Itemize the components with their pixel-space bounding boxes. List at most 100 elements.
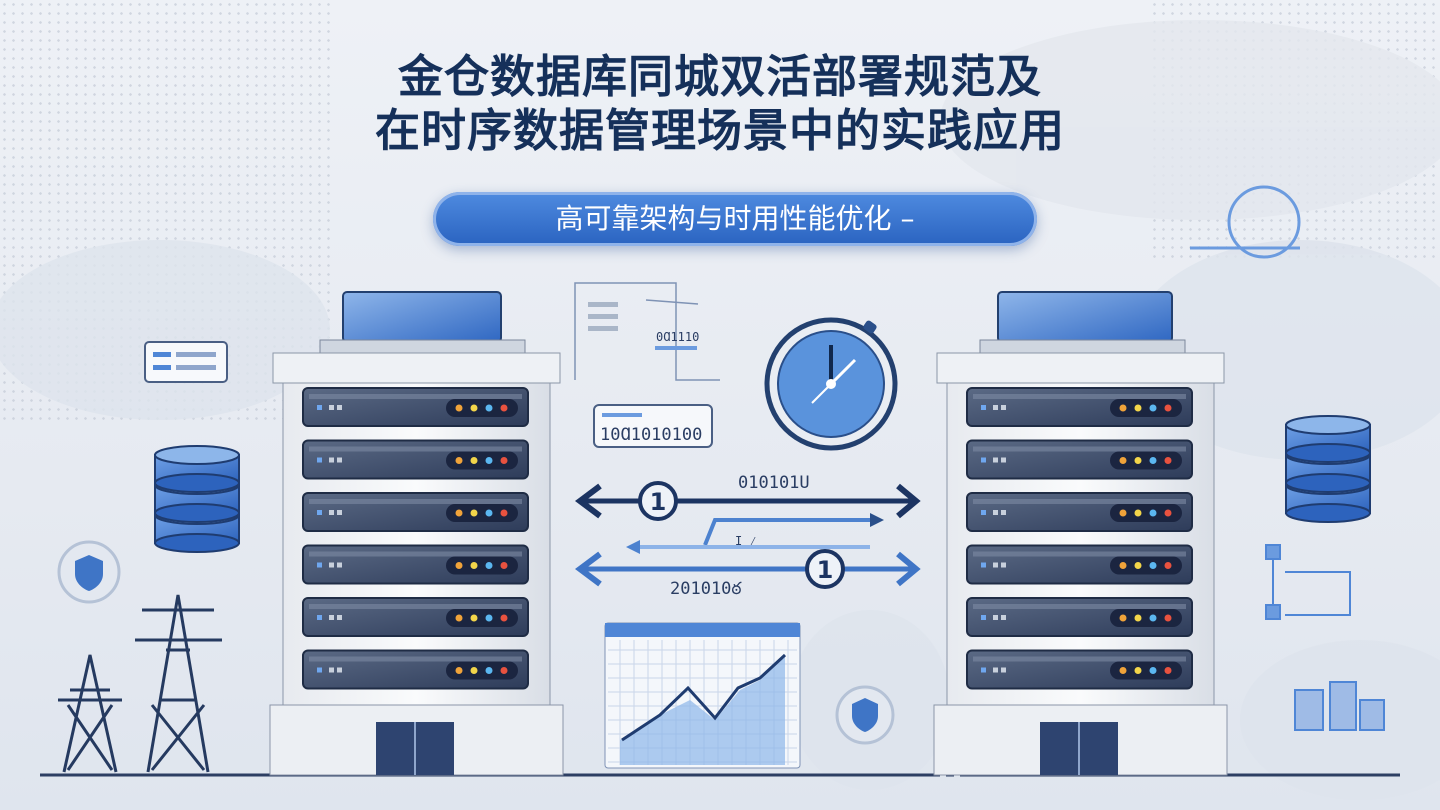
rack-indicator (337, 667, 342, 673)
status-led (1134, 457, 1142, 464)
rack-indicator (317, 457, 322, 463)
status-led (455, 614, 463, 622)
badge-top-label: 1 (650, 488, 667, 516)
rack-indicator (1001, 457, 1006, 463)
rack-indicator (993, 667, 998, 673)
status-led (1134, 404, 1142, 412)
status-led (1134, 509, 1142, 517)
status-led (470, 667, 478, 674)
rack-vent (309, 499, 522, 504)
rack-vent (973, 551, 1186, 557)
rack-vent (973, 446, 1186, 452)
status-led (1149, 509, 1157, 517)
status-led (485, 457, 493, 464)
rack-vent (973, 499, 1186, 504)
database-disk-top (1285, 415, 1371, 435)
rack-indicator (317, 562, 322, 568)
led-panel (1110, 504, 1182, 522)
building-icon (1294, 681, 1385, 731)
led-panel (446, 609, 518, 627)
status-led (455, 562, 463, 569)
status-led (1134, 614, 1142, 622)
database-disk-bottom (1285, 473, 1371, 493)
status-led (1149, 667, 1157, 674)
rack-indicator (993, 562, 998, 568)
server-tower-left (269, 291, 564, 776)
database-icon-right (1285, 415, 1371, 523)
status-led (485, 667, 493, 674)
status-led (1164, 562, 1172, 569)
status-led (485, 614, 493, 622)
rack-indicator (329, 405, 334, 410)
database-disk-bottom (1285, 503, 1371, 523)
rack-indicator (329, 615, 334, 620)
led-panel (1110, 661, 1182, 680)
subtitle-banner: 高可靠架构与时用性能优化 – (433, 192, 1037, 246)
title-line-1: 金仓数据库同城双活部署规范及 (397, 50, 1042, 103)
arrow-bottom-label: 201010ఠ (670, 579, 742, 599)
led-panel (446, 661, 518, 680)
rack-indicator (317, 667, 322, 673)
list-card-left (144, 341, 228, 383)
arrow-top-label: 010101U (738, 473, 810, 493)
server-tower-right (933, 291, 1228, 776)
badge-top (638, 481, 678, 521)
growth-chart-panel (604, 622, 801, 769)
database-disk-bottom (154, 533, 240, 553)
status-led (1164, 404, 1172, 412)
rack-vent (309, 656, 522, 662)
badge-bottom (805, 549, 845, 589)
status-led (1134, 667, 1142, 674)
rack-vent (309, 551, 522, 557)
status-led (455, 509, 463, 517)
rack-indicator (1001, 405, 1006, 410)
database-disk-bottom (154, 503, 240, 523)
status-led (1119, 457, 1127, 464)
document-sketch (574, 282, 720, 381)
rack-indicator (317, 615, 322, 620)
led-panel (446, 399, 518, 417)
status-led (500, 509, 508, 517)
rack-vent (973, 656, 1186, 662)
status-led (1164, 614, 1172, 622)
led-panel (446, 451, 518, 470)
status-led (1119, 614, 1127, 622)
mid-arrow-label: I ⁄ (735, 534, 757, 548)
led-panel (1110, 399, 1182, 417)
power-tower-icons (58, 594, 222, 773)
status-led (500, 562, 508, 569)
rack-indicator (993, 510, 998, 515)
rack-indicator (981, 510, 986, 515)
status-led (1164, 509, 1172, 517)
database-disk-bottom (1285, 443, 1371, 463)
title-line-2: 在时序数据管理场景中的实践应用 (374, 104, 1065, 157)
page-title: 金仓数据库同城双活部署规范及 在时序数据管理场景中的实践应用 (0, 50, 1440, 158)
status-led (500, 614, 508, 622)
server-racks (302, 387, 1193, 690)
rack-indicator (993, 615, 998, 620)
rack-indicator (317, 405, 322, 410)
led-panel (446, 556, 518, 575)
status-led (485, 404, 493, 412)
status-led (455, 667, 463, 674)
status-led (500, 404, 508, 412)
rack-indicator (981, 562, 986, 568)
status-led (1119, 509, 1127, 517)
rack-indicator (337, 510, 342, 515)
rack-indicator (337, 457, 342, 463)
rack-indicator (981, 667, 986, 673)
status-led (455, 457, 463, 464)
status-led (470, 614, 478, 622)
rack-indicator (329, 562, 334, 568)
database-disk-bottom (154, 473, 240, 493)
status-led (1119, 404, 1127, 412)
rack-indicator (329, 457, 334, 463)
status-led (485, 562, 493, 569)
led-panel (446, 504, 518, 522)
binary-small: 0Ɑ1110 (656, 330, 699, 344)
rack-vent (309, 446, 522, 452)
badge-bottom-label: 1 (817, 556, 834, 584)
led-panel (1110, 556, 1182, 575)
led-panel (1110, 609, 1182, 627)
